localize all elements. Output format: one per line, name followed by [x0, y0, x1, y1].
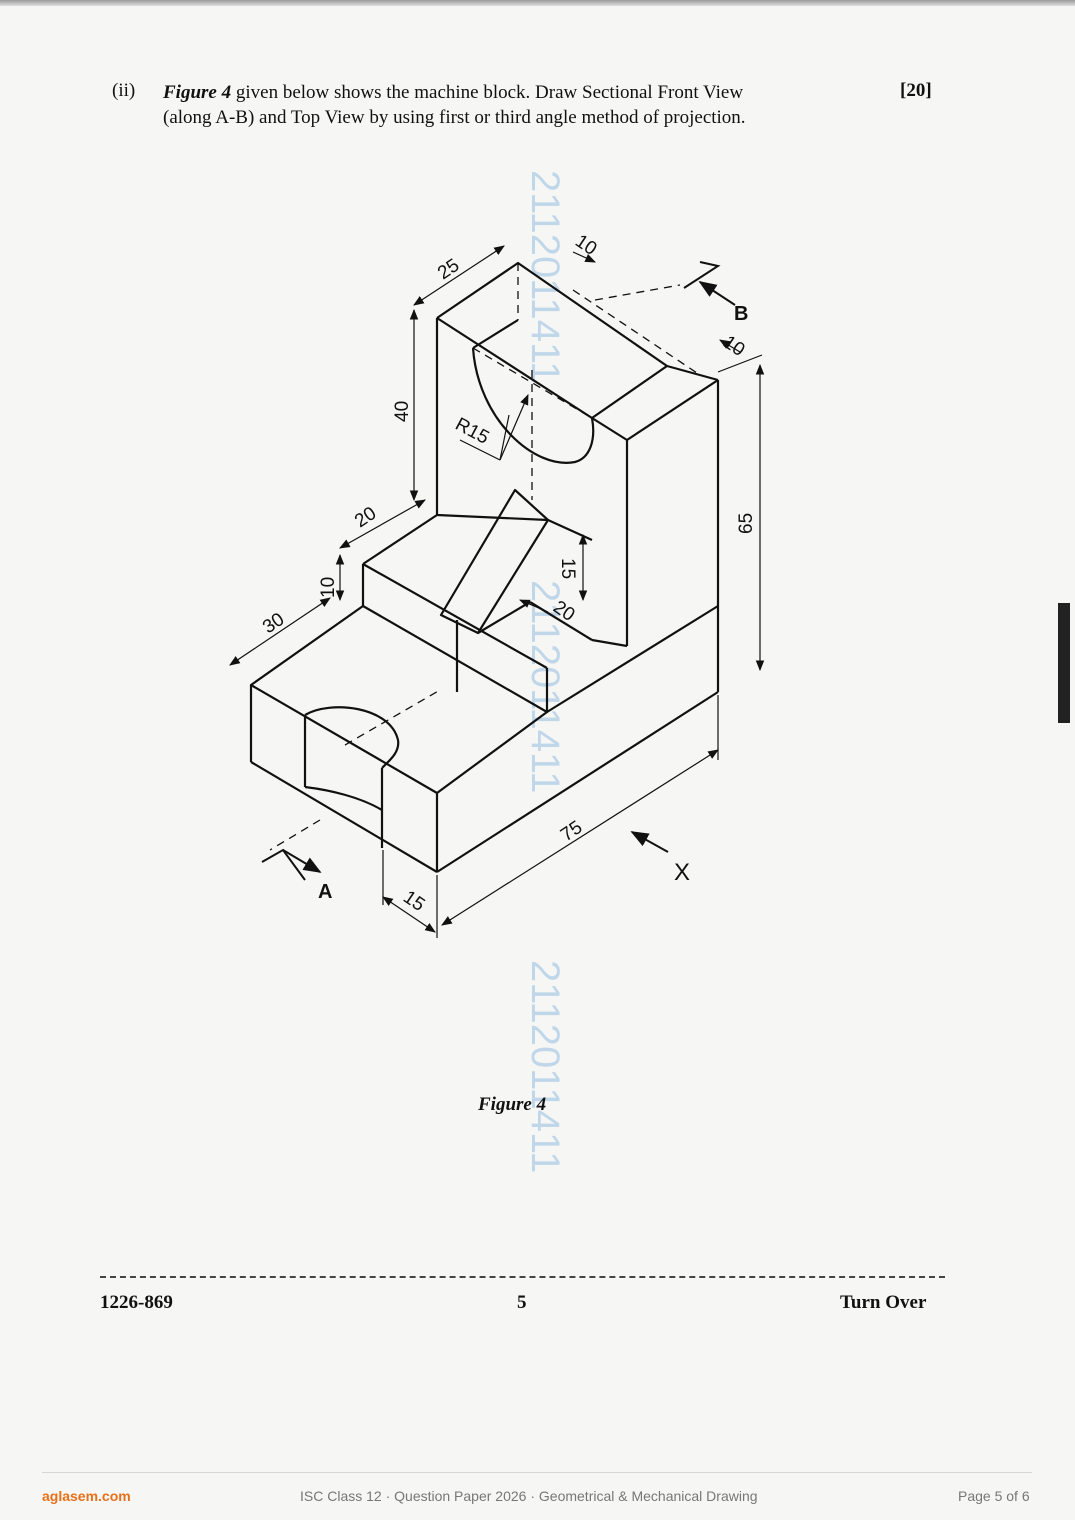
dimension-lines	[229, 245, 765, 938]
dim-15: 15	[557, 558, 578, 579]
site-footer-meta: ISC Class 12 · Question Paper 2026 · Geo…	[300, 1488, 758, 1504]
site-page-indicator: Page 5 of 6	[958, 1488, 1030, 1504]
paper-code: 1226-869	[100, 1292, 173, 1313]
dim-25: 25	[434, 255, 463, 284]
question-marks: [20]	[900, 80, 932, 101]
question-number: (ii)	[112, 80, 136, 101]
r15-cutout	[471, 347, 595, 464]
dim-10-right: 10	[719, 332, 748, 361]
base-hole	[304, 706, 400, 769]
base-top-face	[249, 604, 549, 795]
figure-reference: Figure 4	[163, 82, 232, 103]
question-text-line1: given below shows the machine block. Dra…	[231, 82, 744, 103]
section-labels: A B X	[318, 303, 748, 903]
scan-top-edge	[0, 0, 1075, 6]
watermark-text-3: 2112011411	[523, 960, 567, 1174]
site-footer-divider	[42, 1472, 1032, 1473]
dim-75: 75	[557, 817, 586, 846]
watermark-text-1: 2112011411	[523, 170, 567, 384]
label-b: B	[734, 303, 748, 325]
dim-10-step: 10	[318, 577, 339, 598]
dim-r15: R15	[452, 414, 493, 449]
machine-block-isometric-drawing: 2112011411 2112011411 2112011411	[229, 170, 765, 1174]
dim-10-top: 10	[571, 231, 600, 260]
section-markers	[261, 261, 736, 881]
figure-caption: Figure 4	[478, 1094, 547, 1115]
turn-over-label: Turn Over	[840, 1292, 927, 1313]
dim-65: 65	[736, 513, 757, 534]
label-x: X	[674, 859, 690, 886]
site-brand-link[interactable]: aglasem.com	[42, 1488, 131, 1504]
page-number: 5	[517, 1292, 527, 1313]
question-text: Figure 4 given below shows the machine b…	[163, 80, 883, 130]
scan-binding-mark	[1058, 603, 1070, 723]
dimension-labels: 25 10 10 40 R15 65 20 10 15 20 30 75 15	[259, 231, 757, 916]
dim-40: 40	[392, 401, 413, 422]
question-text-line2: (along A-B) and Top View by using first …	[163, 107, 746, 128]
label-a: A	[318, 881, 332, 903]
hidden-lines	[269, 263, 701, 851]
footer-rule	[100, 1276, 945, 1278]
dim-30: 30	[259, 609, 288, 638]
watermark: 2112011411 2112011411 2112011411	[523, 170, 567, 1174]
block-outline	[249, 261, 720, 873]
